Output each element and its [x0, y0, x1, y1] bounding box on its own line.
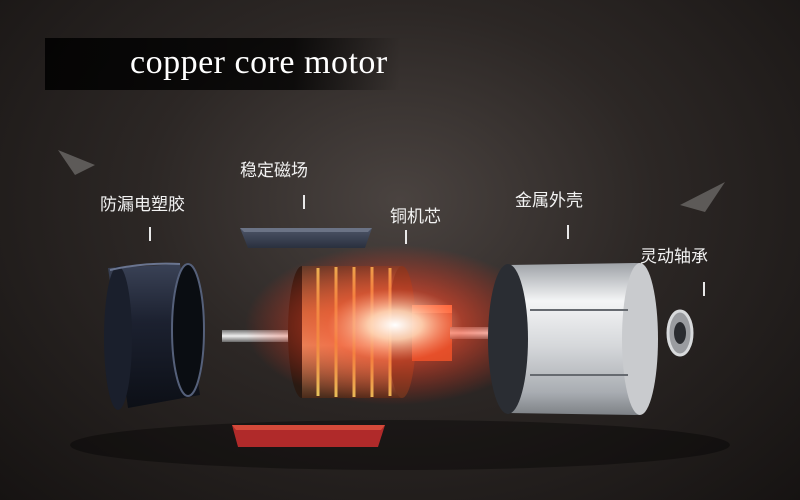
title-bar [45, 38, 400, 90]
decor-shard [58, 150, 95, 175]
leader-line [149, 227, 151, 241]
leader-line [703, 282, 705, 296]
magnet-icon [232, 425, 385, 447]
page-title: copper core motor [130, 44, 388, 81]
label-flexible-bearing: 灵动轴承 [640, 247, 708, 267]
magnet-icon [240, 228, 372, 248]
label-copper-core: 铜机芯 [390, 207, 441, 227]
leader-line [405, 230, 407, 244]
decor-shard [680, 182, 725, 212]
label-metal-housing: 金属外壳 [515, 191, 583, 211]
bearing-icon [666, 309, 694, 357]
plastic-cup-icon [104, 262, 205, 410]
leader-line [303, 195, 305, 209]
label-leak-proof-plastic: 防漏电塑胶 [100, 195, 185, 215]
glow-effect [245, 245, 545, 405]
leader-line [567, 225, 569, 239]
floor-shadow [70, 420, 730, 470]
metal-housing-icon [488, 263, 658, 415]
label-stable-magnetic-field: 稳定磁场 [240, 161, 308, 181]
